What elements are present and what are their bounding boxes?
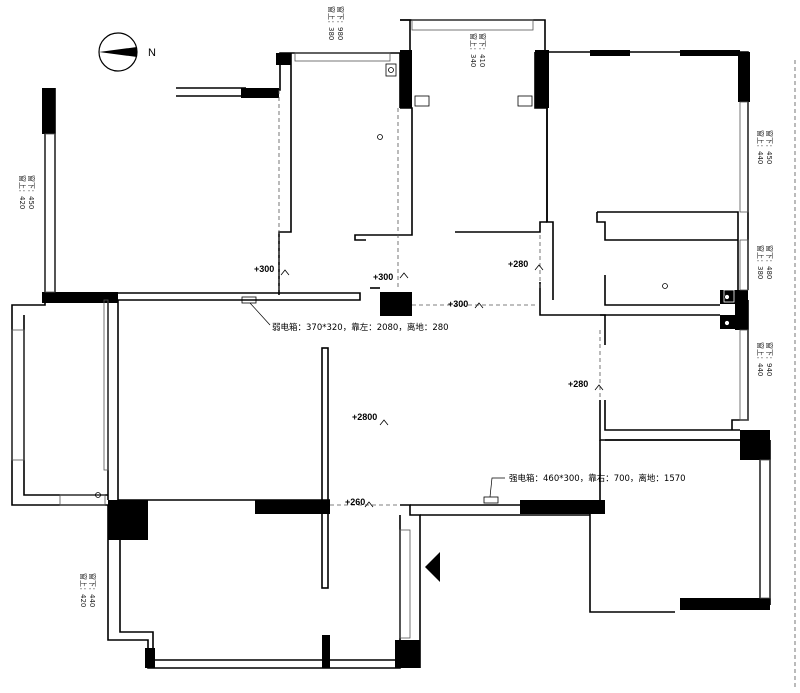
svg-text:窗上：420: 窗上：420 <box>79 573 88 607</box>
svg-text:窗上：380: 窗上：380 <box>327 6 336 40</box>
light-icon <box>377 134 383 140</box>
window-label-4: 窗下：480 窗上：380 <box>756 245 774 279</box>
entrance-arrow-icon <box>425 552 440 582</box>
level-mark: +260 <box>345 497 365 507</box>
level-mark: +300 <box>373 272 393 282</box>
svg-text:窗下：450: 窗下：450 <box>27 175 36 209</box>
level-mark: +280 <box>508 259 528 269</box>
level-mark: +280 <box>568 379 588 389</box>
window-label-5: 窗下：940 窗上：440 <box>756 342 774 376</box>
window-label-2: 窗下：410 窗上：340 <box>469 33 487 67</box>
window-label-1: 窗下：980 窗上：380 <box>327 6 345 40</box>
svg-text:窗上：420: 窗上：420 <box>18 175 27 209</box>
dashed-lines <box>278 60 796 690</box>
light-icon <box>662 283 668 289</box>
window-label-6: 窗下：450 窗上：420 <box>18 175 36 209</box>
svg-text:窗下：480: 窗下：480 <box>765 245 774 279</box>
svg-text:窗上：440: 窗上：440 <box>756 130 765 164</box>
level-mark: +2800 <box>352 412 377 422</box>
svg-text:窗下：940: 窗下：940 <box>765 342 774 376</box>
level-mark: +300 <box>448 299 468 309</box>
svg-text:窗下：440: 窗下：440 <box>88 573 97 607</box>
level-mark: +300 <box>254 264 274 274</box>
weak-panel-icon <box>241 296 257 304</box>
window-label-3: 窗下：450 窗上：440 <box>756 130 774 164</box>
walls <box>11 19 771 669</box>
pillars <box>42 50 770 668</box>
strong-panel-icon <box>483 496 499 504</box>
level-markers <box>280 264 604 508</box>
fixtures <box>95 63 735 582</box>
svg-text:窗上：380: 窗上：380 <box>756 245 765 279</box>
north-arrow-icon: N <box>98 32 156 72</box>
strong-panel-note: 强电箱：460*300，靠右：700，离地：1570 <box>509 473 686 484</box>
compass-letter: N <box>148 47 156 59</box>
windows <box>11 19 771 639</box>
svg-text:窗上：440: 窗上：440 <box>756 342 765 376</box>
svg-text:窗下：980: 窗下：980 <box>336 6 345 40</box>
svg-text:窗上：340: 窗上：340 <box>469 33 478 67</box>
svg-text:窗下：450: 窗下：450 <box>765 130 774 164</box>
window-label-7: 窗下：440 窗上：420 <box>79 573 97 607</box>
weak-panel-note: 弱电箱：370*320，靠左：2080，离地：280 <box>272 322 449 333</box>
svg-text:窗下：410: 窗下：410 <box>478 33 487 67</box>
